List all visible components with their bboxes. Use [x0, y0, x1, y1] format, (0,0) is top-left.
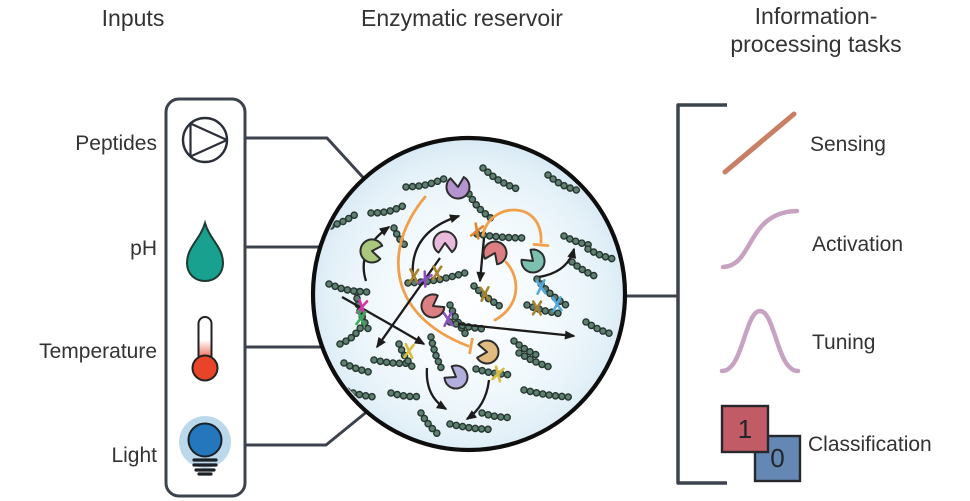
connector-peptides [245, 136, 371, 186]
reservoir-title: Enzymatic reservoir [361, 5, 563, 31]
class-zero-square [753, 434, 802, 483]
enzyme-salmon [420, 293, 446, 319]
orange-interaction-arc [396, 195, 474, 355]
reaction-arrow [476, 237, 486, 283]
inhibition-bar [532, 242, 550, 248]
input-label-peptides: Peptides [75, 132, 157, 155]
peptide-chain [520, 386, 573, 401]
task-label-tuning: Tuning [812, 331, 876, 354]
inputs-box [164, 97, 247, 498]
peptide-chain [402, 175, 448, 191]
peptide-chain [427, 333, 445, 372]
reaction-arrow [341, 295, 426, 345]
cleavage-cross [442, 311, 454, 327]
tasks-title-line1: Information- [754, 3, 878, 29]
task-label-activation: Activation [812, 233, 904, 256]
cleavage-cross [408, 268, 420, 284]
reaction-arrow [457, 322, 576, 340]
peptide-chain [340, 359, 372, 376]
cleavage-cross [531, 300, 543, 316]
enzyme-teal [520, 248, 546, 274]
inhibition-bar [468, 337, 474, 355]
enzyme-purple [445, 176, 471, 200]
task-label-sensing: Sensing [810, 133, 886, 156]
orange-interaction-arc [493, 260, 518, 322]
cleavage-cross [431, 265, 443, 281]
input-label-ph: pH [130, 237, 157, 260]
cleavage-cross [491, 365, 505, 383]
tasks-bracket [676, 103, 727, 485]
peptide-chain [446, 420, 492, 434]
peptide-chain [523, 301, 562, 318]
peptide-chain [515, 349, 552, 371]
cleavage-cross [469, 222, 485, 240]
input-connector-lines [245, 136, 678, 447]
task-label-classification: Classification [808, 433, 932, 456]
inputs-title: Inputs [101, 5, 165, 31]
cleavage-cross [403, 342, 415, 360]
enzyme-pink [432, 230, 458, 254]
reaction-arrow [538, 247, 577, 279]
reaction-arrow [411, 214, 461, 278]
class-one-square [720, 404, 770, 454]
thermometer-icon [191, 316, 219, 382]
orange-interaction-arc [481, 208, 550, 248]
reservoir-circle [310, 135, 628, 453]
peptide-chain [479, 164, 520, 193]
activation-sigmoid-icon [720, 208, 800, 270]
peptide-chain [367, 202, 407, 217]
peptide-chain [387, 389, 421, 401]
cleavage-cross [551, 296, 563, 312]
cleavage-cross [417, 270, 433, 288]
class-one-text: 1 [737, 413, 753, 444]
connector-light [245, 408, 370, 447]
peptide-chain [327, 211, 359, 230]
input-label-temperature: Temperature [39, 340, 157, 363]
peptide-chain [325, 280, 371, 296]
tasks-title-line2: processing tasks [730, 31, 902, 57]
enzyme-lavender [443, 364, 469, 390]
peptide-chain [472, 365, 512, 379]
reaction-arrow [465, 379, 491, 420]
class-zero-text: 0 [770, 443, 785, 473]
peptide-chain [584, 245, 616, 263]
lightbulb-icon [179, 416, 231, 476]
sensing-line-icon [722, 111, 797, 175]
pump-icon [181, 116, 229, 164]
classification-squares-icon [720, 404, 802, 483]
ph-droplet-icon [185, 219, 225, 283]
enzyme-salmon [482, 240, 508, 266]
cleavage-cross [479, 286, 491, 302]
input-label-light: Light [111, 444, 157, 467]
cleavage-cross [355, 309, 367, 327]
peptide-chain [417, 409, 441, 438]
enzyme-green [359, 238, 384, 264]
peptide-chain [544, 171, 581, 194]
peptide-chain [478, 409, 512, 422]
tasks-title: Information- processing tasks [700, 2, 932, 58]
peptide-chain [568, 258, 598, 280]
peptide-chain [336, 324, 365, 348]
cleavage-cross [535, 279, 547, 295]
peptide-chain [582, 318, 613, 338]
peptide-chain [510, 337, 540, 359]
reservoir-contents [325, 164, 616, 438]
reaction-arrow [425, 367, 448, 410]
tuning-bell-icon [719, 308, 801, 374]
enzyme-tan [476, 339, 500, 365]
